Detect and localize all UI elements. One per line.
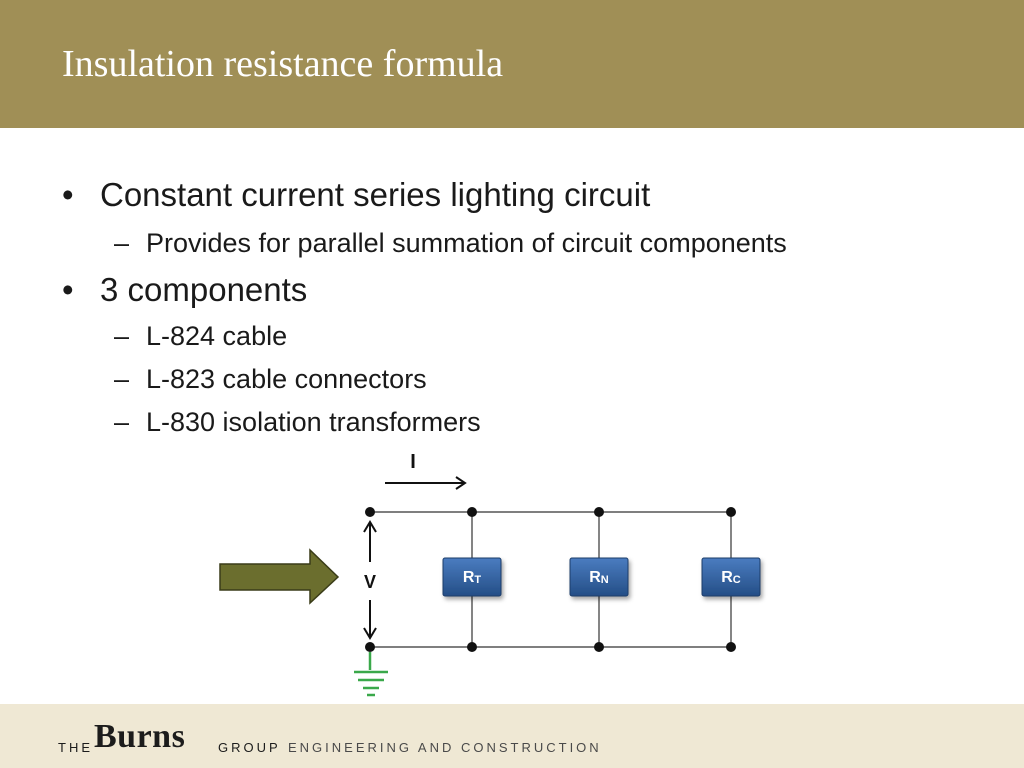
bullet-marker: • — [62, 176, 74, 213]
sub-bullet-marker: – — [114, 364, 130, 394]
logo-group-text: GROUP — [218, 740, 281, 755]
logo-the-text: THE — [58, 740, 93, 755]
current-arrow-icon — [385, 476, 467, 490]
resistor-rc: RC — [701, 557, 761, 597]
svg-text:RT: RT — [463, 569, 482, 586]
sub-bullet-text: L-823 cable connectors — [146, 364, 427, 394]
ground-icon — [354, 652, 388, 697]
circuit-diagram: I V RT — [219, 451, 761, 697]
bullet-marker: • — [62, 271, 74, 308]
resistor-rn-main: R — [589, 569, 601, 586]
resistor-rt-sub: T — [474, 574, 481, 586]
logo-burns-text: Burns — [94, 718, 186, 755]
resistor-rn-sub: N — [601, 574, 609, 586]
current-label: I — [410, 451, 416, 473]
circuit-wires — [370, 511, 732, 648]
voltage-up-arrow-icon — [363, 520, 377, 562]
sub-bullet-marker: – — [114, 228, 130, 258]
sub-bullet-marker: – — [114, 321, 130, 351]
svg-text:RC: RC — [721, 569, 741, 586]
voltage-down-arrow-icon — [363, 600, 377, 640]
footer-bar: THE Burns GROUP ENGINEERING AND CONSTRUC… — [0, 704, 1024, 768]
pointer-arrow-icon — [219, 548, 340, 605]
bullet-text: 3 components — [100, 271, 308, 308]
sub-bullet-marker: – — [114, 407, 130, 437]
svg-text:RN: RN — [589, 569, 609, 586]
header-bar: Insulation resistance formula — [0, 0, 1024, 128]
voltage-label: V — [364, 572, 376, 592]
sub-bullet-text: L-830 isolation transformers — [146, 407, 481, 437]
resistor-rc-main: R — [721, 569, 733, 586]
sub-bullet-text: Provides for parallel summation of circu… — [146, 228, 787, 258]
slide-title: Insulation resistance formula — [62, 43, 504, 85]
footer-tagline: ENGINEERING AND CONSTRUCTION — [288, 740, 602, 755]
resistor-rc-sub: C — [733, 574, 741, 586]
resistor-rt: RT — [442, 557, 502, 597]
bullet-list: • Constant current series lighting circu… — [62, 176, 787, 437]
sub-bullet-text: L-824 cable — [146, 321, 288, 351]
circuit-nodes — [365, 507, 736, 652]
resistor-rt-main: R — [463, 569, 475, 586]
bullet-text: Constant current series lighting circuit — [100, 176, 651, 213]
resistor-rn: RN — [569, 557, 629, 597]
